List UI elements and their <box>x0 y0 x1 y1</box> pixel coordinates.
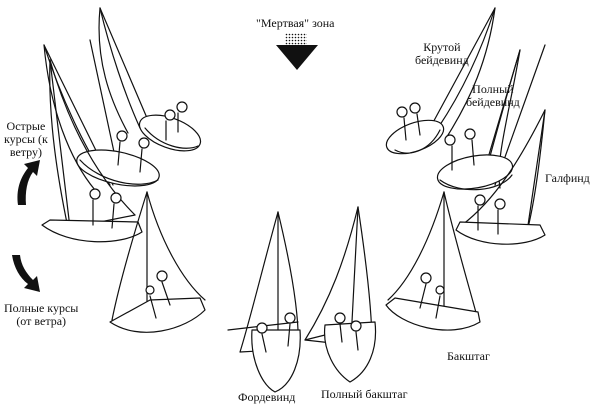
course-beam-reach-label: Галфинд <box>545 171 590 185</box>
downwind-arrow <box>12 255 40 292</box>
boat-upper-left-1 <box>98 7 202 152</box>
boat-running <box>227 211 301 393</box>
boat-broad-run <box>304 206 377 383</box>
course-close-reach-label: Полный бейдевинд <box>466 82 520 109</box>
downwind-courses-label: Полные курсы (от ветра) <box>4 301 79 328</box>
course-running-label: Фордевинд <box>238 390 296 404</box>
boat-upper-left-2 <box>43 39 160 191</box>
dead-zone-arrow <box>276 33 318 70</box>
boat-upper-right-2 <box>436 44 546 191</box>
boat-right-lower <box>385 191 481 331</box>
boat-left-lower <box>109 191 206 333</box>
boat-upper-right-1 <box>385 7 496 155</box>
course-close-hauled-label: Крутой бейдевинд <box>415 40 469 67</box>
course-broad-reach-label: Бакштаг <box>447 349 490 363</box>
boat-right-middle <box>455 109 546 245</box>
upwind-arrow <box>17 160 40 205</box>
dead-zone-label: "Мертвая" зона <box>256 16 335 30</box>
boat-left-middle <box>41 59 143 243</box>
upwind-courses-label: Острые курсы (к ветру) <box>4 119 48 159</box>
course-broad-run-label: Полный бакштаг <box>321 387 408 401</box>
